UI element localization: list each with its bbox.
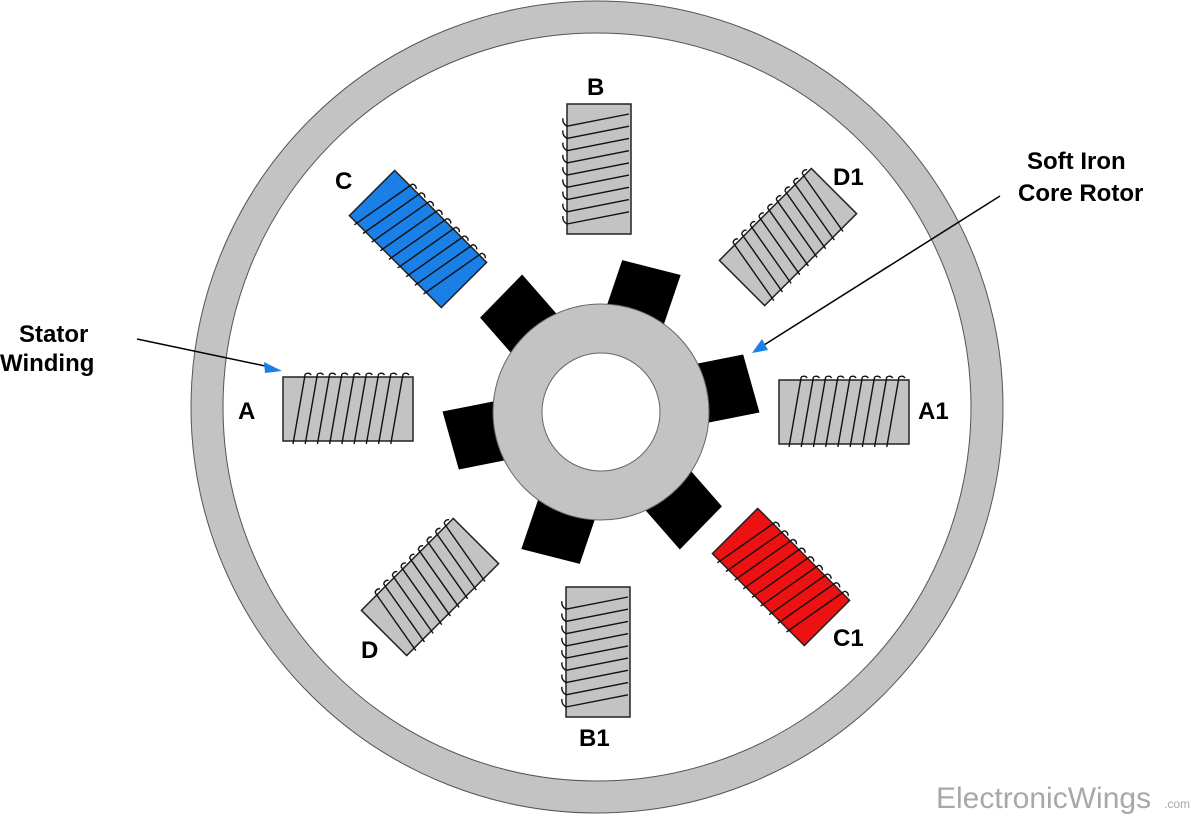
watermark-suffix: .com <box>1164 797 1190 811</box>
stator-annotation-line2: Winding <box>0 350 94 377</box>
label-pole-d: D <box>361 637 378 664</box>
rotor-bore <box>541 352 661 472</box>
coil-winding-c <box>353 183 486 295</box>
label-pole-d1: D1 <box>833 164 864 191</box>
watermark-brand: ElectronicWings <box>936 782 1151 815</box>
coil-b1 <box>561 586 631 718</box>
rotor <box>442 260 760 564</box>
coil-winding-b1 <box>561 596 629 708</box>
coil-a <box>282 372 414 445</box>
coil-b <box>562 103 632 235</box>
rotor-annotation-arrow-head <box>752 339 768 353</box>
coil-winding-b <box>562 113 630 225</box>
label-pole-a: A <box>238 398 255 425</box>
stator-ring-outer-edge <box>190 0 1004 814</box>
stator-annotation-line1: Stator <box>19 321 88 348</box>
coil-a1 <box>778 375 910 448</box>
coil-c1 <box>711 507 851 647</box>
coil-winding-a1 <box>788 375 906 448</box>
coil-winding-d1 <box>732 169 844 302</box>
rotor-annotation-line2: Core Rotor <box>1018 180 1143 207</box>
label-pole-b1: B1 <box>579 725 610 752</box>
stator-ring <box>191 1 1003 813</box>
rotor-annotation-line1: Soft Iron <box>1027 148 1126 175</box>
rotor-annotation-arrow-line <box>763 195 1001 346</box>
label-pole-b: B <box>587 74 604 101</box>
label-pole-c1: C1 <box>833 625 864 652</box>
stator-annotation-arrow-line <box>136 338 271 368</box>
stator-coils <box>282 103 910 718</box>
coil-winding-c1 <box>716 521 849 633</box>
stator-ring-inner-edge <box>222 32 972 782</box>
stator-annotation-arrow-head <box>264 362 282 373</box>
coil-d1 <box>718 167 858 307</box>
coil-c <box>348 169 488 309</box>
coil-d <box>360 517 500 657</box>
label-pole-c: C <box>335 168 352 195</box>
coil-winding-d <box>374 519 486 652</box>
coil-winding-a <box>292 372 410 445</box>
label-pole-a1: A1 <box>918 398 949 425</box>
